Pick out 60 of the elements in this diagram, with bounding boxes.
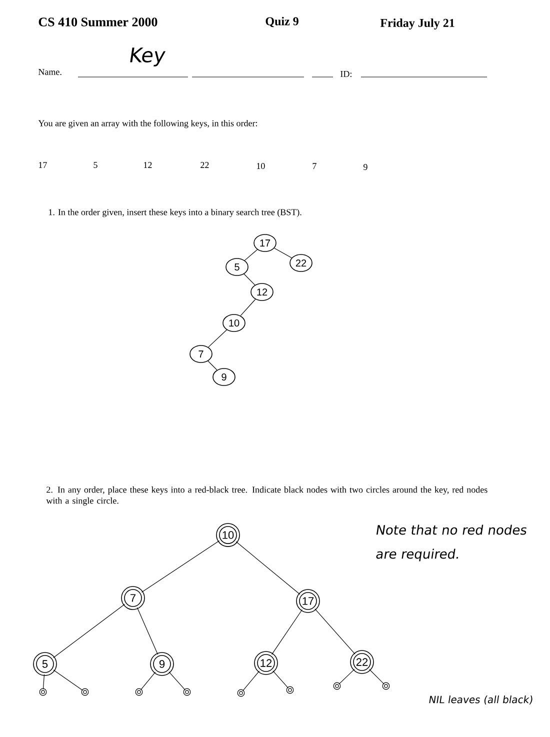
tree-edge — [240, 298, 256, 316]
array-key: 9 — [363, 164, 368, 170]
tree-edge — [53, 604, 125, 658]
tree-edge — [236, 541, 300, 595]
tree-edge — [314, 608, 356, 655]
double-circle-node: 17 — [296, 589, 320, 613]
array-key: 22 — [200, 162, 209, 168]
tree-edge — [369, 669, 384, 684]
nil-leaf-circle — [333, 682, 341, 690]
circle-node: 12 — [250, 283, 274, 301]
double-circle-node: 7 — [121, 586, 145, 610]
double-circle-node: 5 — [33, 652, 57, 676]
header-text: Quiz 9 — [266, 16, 298, 28]
nil-leaf-circle — [237, 689, 245, 697]
circle-node: 5 — [226, 258, 248, 276]
nil-leaf-circle — [286, 686, 294, 694]
nil-leaf-circle — [39, 688, 47, 696]
handwritten-note: NIL leaves (all black) — [429, 696, 532, 704]
array-key: 7 — [312, 163, 316, 169]
handwritten-answer: Key — [130, 48, 166, 66]
tree-edge — [140, 672, 156, 690]
field-label: Name. — [38, 69, 62, 76]
array-key: 17 — [38, 162, 47, 168]
question-text: 1. In the order given, insert these keys into a binary search tree (BST). — [48, 208, 302, 218]
circle-node: 7 — [190, 345, 212, 363]
array-key: 10 — [256, 162, 265, 170]
tree-edge — [338, 668, 355, 684]
tree-edge — [244, 249, 258, 261]
array-key: 5 — [94, 162, 98, 168]
field-label: ID: — [340, 71, 352, 78]
circle-node: 22 — [290, 254, 312, 272]
tree-edge — [272, 609, 302, 655]
tree-edge — [141, 540, 220, 593]
tree-edge — [242, 670, 260, 692]
double-circle-node: 22 — [350, 650, 374, 674]
nil-leaf-circle — [135, 688, 143, 696]
instruction-text: You are given an array with the following keys, in this order: — [38, 120, 258, 128]
tree-edge — [208, 330, 228, 348]
nil-leaf-circle — [183, 688, 191, 696]
tree-edge — [272, 670, 288, 688]
tree-edge — [53, 670, 83, 691]
nil-leaf-circle — [382, 682, 390, 690]
circle-node: 17 — [254, 234, 276, 252]
double-circle-node: 12 — [254, 651, 278, 675]
tree-edge — [274, 248, 292, 258]
array-key: 12 — [144, 162, 152, 168]
nil-leaf-circle — [81, 688, 89, 696]
tree-edge — [42, 674, 45, 690]
header-text: CS 410 Summer 2000 — [38, 18, 158, 26]
tree-edge — [168, 671, 186, 690]
tree-edge — [244, 274, 256, 286]
circle-node: 9 — [212, 368, 236, 386]
tree-edge — [208, 360, 218, 370]
header-text: Friday July 21 — [380, 18, 454, 30]
circle-node: 10 — [222, 314, 246, 332]
double-circle-node: 9 — [150, 652, 174, 676]
handwritten-note: Note that no red nodes are required. — [376, 524, 526, 562]
tree-edge — [136, 607, 158, 655]
double-circle-node: 10 — [216, 523, 240, 547]
question-text: 2. In any order, place these keys into a red-black tree. Indicate black nodes with two circles around the key, red nodes with a single circle. — [46, 486, 488, 506]
